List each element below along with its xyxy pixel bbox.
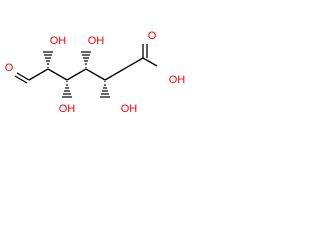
c2-hydroxyl-label: OH (50, 35, 67, 47)
c4-hydroxyl-label: OH (88, 35, 105, 47)
c3-hydroxyl-label: OH (59, 103, 76, 115)
bond-c1-o-double-b (14, 75, 28, 84)
bond-c1-c2 (28, 68, 49, 81)
stereo-bond-c5-oh (100, 81, 110, 98)
stereo-bond-c4-oh (81, 51, 91, 68)
stereo-bond-c2-oh (43, 51, 53, 68)
acid-carbonyl-oxygen-label: O (148, 30, 157, 42)
stereo-bond-c3-oh (62, 81, 72, 98)
bond-c1-o-double-a (16, 72, 30, 81)
bond-c4-c5 (85, 68, 106, 81)
bond-c2-c3 (47, 68, 68, 81)
bond-c7-oh (142, 57, 158, 67)
molecule-canvas: O OH OH OH OH O OH (0, 0, 200, 150)
acid-hydroxyl-label: OH (169, 74, 186, 86)
bond-c3-c4 (66, 68, 87, 81)
structure-diagram: O OH OH OH OH O OH (5, 30, 186, 115)
aldehyde-oxygen-label: O (5, 62, 14, 74)
c5-hydroxyl-label: OH (121, 103, 138, 115)
bond-c5-c6 (104, 68, 125, 81)
bond-c6-c7 (123, 57, 144, 70)
